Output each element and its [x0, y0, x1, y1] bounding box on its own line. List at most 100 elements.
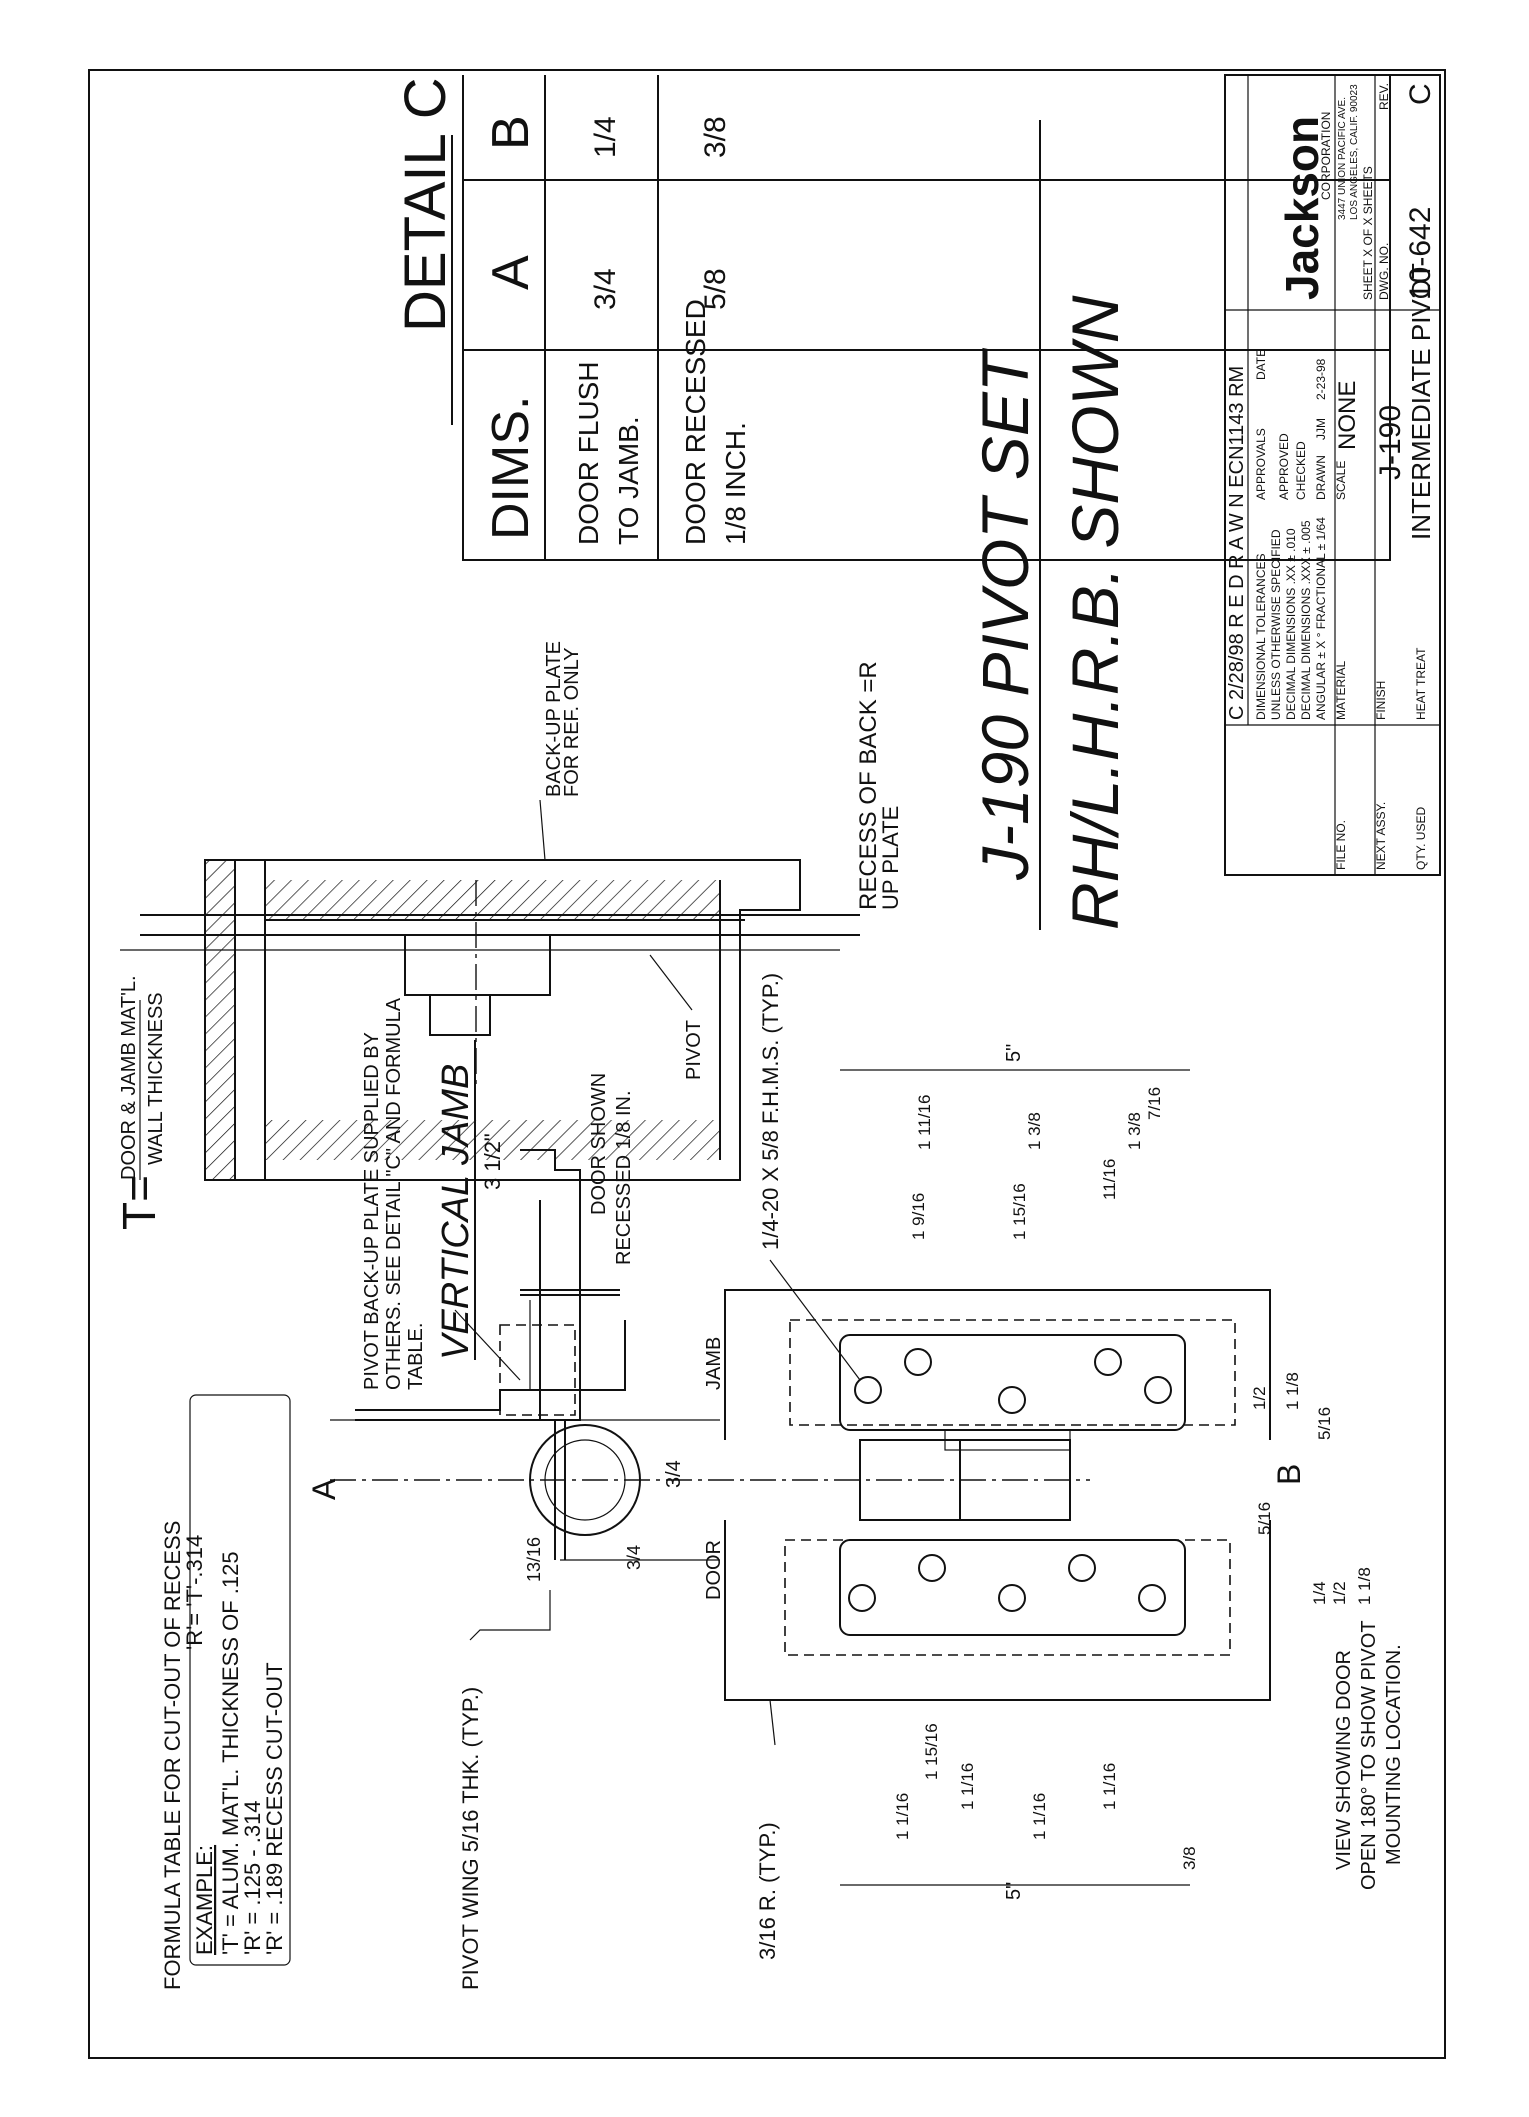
dim-13-16: 13/16 — [524, 1537, 544, 1582]
scale-value: NONE — [1334, 381, 1361, 450]
jamb-screws — [854, 1348, 1172, 1414]
detail-c-title: DETAIL C — [393, 77, 458, 332]
backup-plate-section: BACK-UP PLATE FOR REF. ONLY RECESS OF BA… — [120, 641, 903, 1181]
dim-fractions: 1 11/16 1 3/8 1 3/8 7/16 11/16 1 9/16 1 … — [893, 1087, 1374, 1870]
r-formula: 'R'= 'T'-.314 — [182, 1535, 207, 1650]
screw — [1068, 1554, 1096, 1582]
tolerance-1: DIMENSIONAL TOLERANCES — [1254, 554, 1268, 721]
svg-text:1 3/8: 1 3/8 — [1125, 1112, 1144, 1150]
mounting-view: JAMB DOOR B 1/4-20 X 5/8 F.H.M.S. (TYP.)… — [703, 973, 1405, 1960]
row1-label-2: TO JAMB. — [613, 416, 644, 545]
qty-used-label: QTY. USED — [1414, 807, 1428, 870]
t-denominator: WALL THICKNESS — [145, 992, 167, 1165]
svg-text:1 11/16: 1 11/16 — [915, 1095, 934, 1150]
recess-label-1: RECESS OF BACK =R — [855, 661, 882, 910]
svg-text:1 1/16: 1 1/16 — [1100, 1763, 1119, 1810]
rev-label: REV. — [1377, 83, 1391, 110]
pivot-backup-label-2: OTHERS. SEE DETAIL "C" AND FORMULA — [383, 997, 405, 1390]
dim-5in-top: 5" — [1003, 1044, 1025, 1062]
svg-text:1 15/16: 1 15/16 — [922, 1723, 941, 1780]
dim-3-4-side: 3/4 — [624, 1545, 644, 1570]
letter-a: A — [306, 1478, 342, 1500]
svg-text:1/4: 1/4 — [1310, 1581, 1329, 1605]
screw — [918, 1554, 946, 1582]
recess-label-2: UP PLATE — [878, 806, 903, 910]
view-caption-1: VIEW SHOWING DOOR — [1333, 1650, 1355, 1870]
door-screws — [848, 1554, 1166, 1612]
date-label: DATE — [1254, 349, 1268, 380]
svg-text:1 1/16: 1 1/16 — [893, 1793, 912, 1840]
screw — [998, 1584, 1026, 1612]
tolerance-2: UNLESS OTHERWISE SPECIFIED — [1269, 529, 1283, 720]
a-header: A — [482, 255, 540, 290]
row1-a: 3/4 — [589, 268, 622, 310]
vertical-jamb-section: PIVOT BACK-UP PLATE SUPPLIED BY OTHERS. … — [306, 997, 1090, 1990]
svg-text:1 15/16: 1 15/16 — [1010, 1183, 1029, 1240]
dim-5in-bottom: 5" — [1003, 1882, 1025, 1900]
revision-line: C 2/28/98 R E D R A W N ECN1143 RM — [1226, 366, 1248, 720]
svg-text:5/16: 5/16 — [1255, 1502, 1274, 1535]
drawn-by: JJM — [1314, 418, 1328, 440]
sheet-label: SHEET X OF X SHEETS — [1361, 166, 1375, 300]
row1-label-1: DOOR FLUSH — [573, 361, 604, 545]
svg-text:1 1/16: 1 1/16 — [958, 1763, 977, 1810]
dims-header: DIMS. — [482, 396, 540, 540]
drawing-border — [88, 69, 1446, 2059]
svg-text:1 9/16: 1 9/16 — [909, 1193, 928, 1240]
screw — [1094, 1348, 1122, 1376]
part-number: J-190 — [1374, 405, 1407, 480]
svg-text:1/2: 1/2 — [1250, 1386, 1269, 1410]
radius-label: 3/16 R. (TYP.) — [755, 1822, 780, 1960]
row2-label-1: DOOR RECESSED — [680, 299, 711, 545]
screw — [904, 1348, 932, 1376]
company-address-1: 3447 UNION PACIFIC AVE. — [1337, 97, 1348, 220]
drawn-label: DRAWN — [1314, 455, 1328, 500]
part-description: INTERMEDIATE PIVOT — [1406, 263, 1436, 540]
finish-label: FINISH — [1374, 681, 1388, 720]
door-label: DOOR — [703, 1540, 725, 1600]
dim-3-4-top: 3/4 — [663, 1460, 685, 1488]
screw — [998, 1386, 1026, 1414]
example-line-3: 'R' = .189 RECESS CUT-OUT — [262, 1662, 287, 1955]
letter-b: B — [1271, 1464, 1307, 1485]
t-prefix: T= — [113, 1175, 165, 1230]
view-caption-3: MOUNTING LOCATION. — [1383, 1644, 1405, 1865]
detail-c-table: DETAIL C DIMS. A B DOOR FLUSH TO JAMB. 3… — [393, 75, 1391, 561]
svg-text:1 3/8: 1 3/8 — [1025, 1112, 1044, 1150]
row2-b: 3/8 — [699, 116, 732, 158]
tolerance-4: DECIMAL DIMENSIONS .XXX ± .005 — [1299, 520, 1313, 720]
heat-treat-label: HEAT TREAT — [1414, 647, 1428, 720]
material-label: MATERIAL — [1334, 661, 1348, 720]
dwg-no-label: DWG. NO. — [1377, 243, 1391, 300]
view-caption-2: OPEN 180° TO SHOW PIVOT — [1358, 1620, 1380, 1890]
jamb-label: JAMB — [703, 1337, 725, 1390]
title-block: C 2/28/98 R E D R A W N ECN1143 RM DIMEN… — [1224, 74, 1441, 876]
svg-text:1 1/8: 1 1/8 — [1283, 1372, 1302, 1410]
svg-text:11/16: 11/16 — [1100, 1159, 1119, 1200]
three-half-dim: 3 1/2" — [480, 1133, 505, 1190]
sub-title: RH/L.H.R.B. SHOWN — [1058, 295, 1132, 930]
approvals-label: APPROVALS — [1254, 428, 1268, 500]
screw-label: 1/4-20 X 5/8 F.H.M.S. (TYP.) — [758, 973, 783, 1250]
checked-label: CHECKED — [1294, 441, 1308, 500]
screw — [848, 1584, 876, 1612]
svg-text:1/2: 1/2 — [1330, 1581, 1349, 1605]
drawn-date: 2-23-98 — [1314, 358, 1328, 400]
next-assy-label: NEXT ASSY. — [1374, 802, 1388, 870]
scale-label: SCALE — [1334, 461, 1348, 500]
screw — [854, 1376, 882, 1404]
svg-text:7/16: 7/16 — [1145, 1087, 1164, 1120]
t-numerator: DOOR & JAMB MAT'L. — [118, 975, 140, 1180]
door-shown-label-2: RECESSED 1/8 IN. — [613, 1090, 635, 1265]
example-line-1: 'T' = ALUM. MAT'L. THICKNESS OF .125 — [218, 1551, 243, 1955]
backup-plate-label-2: FOR REF. ONLY — [561, 647, 583, 797]
company-corporation: CORPORATION — [1319, 112, 1333, 200]
company-address-2: LOS ANGELES, CALIF. 90023 — [1349, 84, 1360, 220]
pivot-label: PIVOT — [683, 1020, 705, 1080]
row2-a: 5/8 — [699, 268, 732, 310]
tolerance-5: ANGULAR ± X ° FRACTIONAL ± 1/64 — [1314, 517, 1328, 720]
example-line-2: 'R' = .125 - .314 — [240, 1800, 265, 1955]
svg-text:1 1/8: 1 1/8 — [1355, 1567, 1374, 1605]
